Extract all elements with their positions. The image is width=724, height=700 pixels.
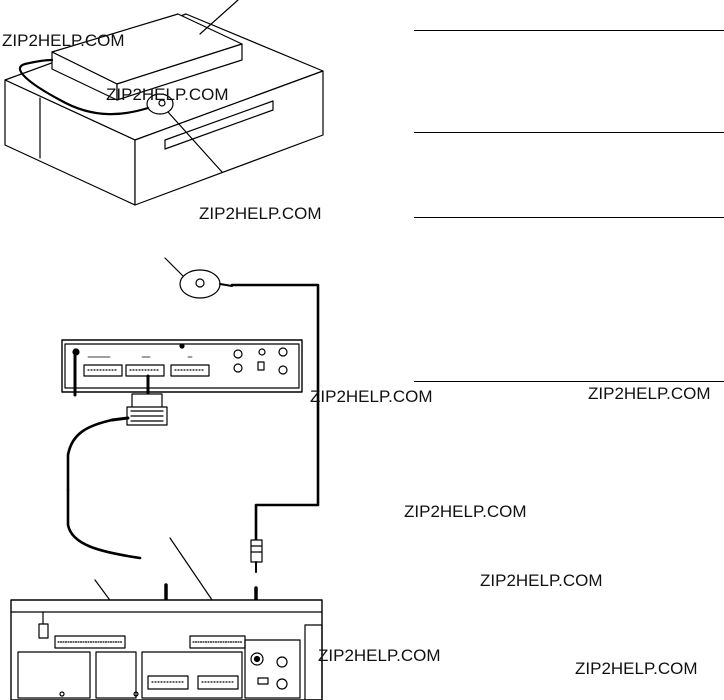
text-rule <box>414 217 724 218</box>
text-rule <box>414 381 724 382</box>
watermark-text: ZIP2HELP.COM <box>404 502 527 521</box>
text-rule <box>414 30 724 31</box>
watermark-text: ZIP2HELP.COM <box>310 387 433 406</box>
watermark-text: ZIP2HELP.COM <box>575 659 698 678</box>
vcr-top-illustration <box>4 0 324 206</box>
watermark-text: ZIP2HELP.COM <box>318 646 441 665</box>
watermark-text: ZIP2HELP.COM <box>480 571 603 590</box>
receiver-rear-panel <box>61 339 303 397</box>
watermark-text: ZIP2HELP.COM <box>199 204 322 223</box>
watermark-text: ZIP2HELP.COM <box>106 85 229 104</box>
scart-cable <box>66 374 168 560</box>
vcr-rear <box>10 599 323 700</box>
watermark-text: ZIP2HELP.COM <box>588 384 711 403</box>
ir-sender-illustration <box>164 257 320 542</box>
watermark-text: ZIP2HELP.COM <box>2 31 125 50</box>
text-rule <box>414 132 724 133</box>
